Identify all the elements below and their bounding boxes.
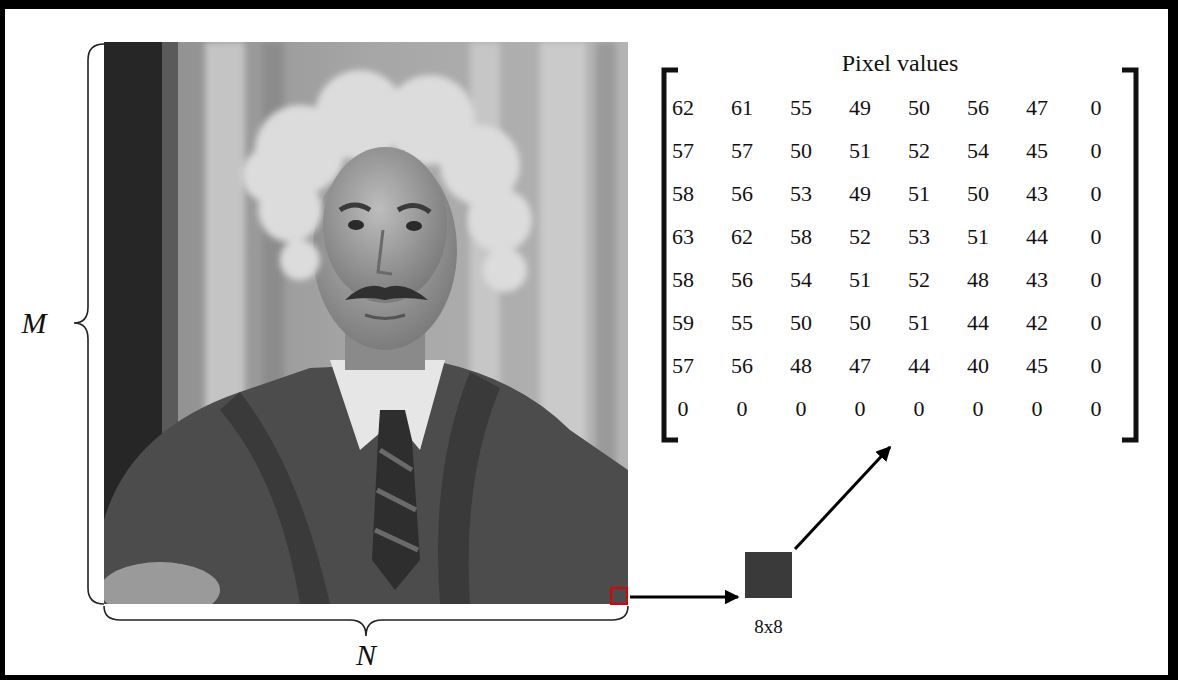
pixel-value: 47 <box>1011 95 1063 121</box>
pixel-value: 58 <box>657 267 709 293</box>
pixel-matrix: Pixel values 62 61 55 49 50 56 47 0 57 57 50 51 52 54 4… <box>655 40 1145 445</box>
pixel-value: 43 <box>1011 181 1063 207</box>
pixel-value: 50 <box>952 181 1004 207</box>
pixel-value: 56 <box>716 267 768 293</box>
pixel-value: 55 <box>775 95 827 121</box>
pixel-value: 51 <box>893 310 945 336</box>
pixel-block: 8x8 <box>745 552 792 598</box>
pixel-value: 0 <box>1070 310 1122 336</box>
pixel-value: 62 <box>716 224 768 250</box>
pixel-value: 62 <box>657 95 709 121</box>
pixel-value: 44 <box>1011 224 1063 250</box>
pixel-value: 51 <box>952 224 1004 250</box>
pixel-value: 44 <box>952 310 1004 336</box>
pixel-value: 53 <box>775 181 827 207</box>
pixel-value: 56 <box>716 181 768 207</box>
pixel-value: 56 <box>952 95 1004 121</box>
pixel-value: 44 <box>893 353 945 379</box>
block-size-label: 8x8 <box>754 616 783 638</box>
pixel-value: 50 <box>834 310 886 336</box>
pixel-value: 52 <box>893 138 945 164</box>
pixel-value: 0 <box>1070 224 1122 250</box>
pixel-value: 0 <box>893 396 945 422</box>
pixel-value: 0 <box>657 396 709 422</box>
pixel-value: 54 <box>775 267 827 293</box>
pixel-value: 51 <box>834 267 886 293</box>
pixel-value: 63 <box>657 224 709 250</box>
pixel-value: 0 <box>1070 353 1122 379</box>
pixel-value: 0 <box>775 396 827 422</box>
frame-right <box>1168 0 1178 680</box>
portrait-photo <box>104 42 628 604</box>
pixel-value: 50 <box>775 310 827 336</box>
pixel-value: 57 <box>657 138 709 164</box>
selection-square <box>611 588 627 604</box>
pixel-value: 56 <box>716 353 768 379</box>
matrix-heading: Pixel values <box>655 50 1145 77</box>
pixel-value: 0 <box>834 396 886 422</box>
pixel-value: 0 <box>1011 396 1063 422</box>
frame-top <box>0 0 1178 9</box>
pixel-value: 55 <box>716 310 768 336</box>
pixel-value: 0 <box>1070 138 1122 164</box>
pixel-value: 54 <box>952 138 1004 164</box>
pixel-value: 0 <box>952 396 1004 422</box>
pixel-value: 53 <box>893 224 945 250</box>
pixel-value: 50 <box>893 95 945 121</box>
pixel-value: 57 <box>657 353 709 379</box>
pixel-value: 49 <box>834 181 886 207</box>
pixel-value: 0 <box>1070 267 1122 293</box>
pixel-value: 45 <box>1011 353 1063 379</box>
matrix-bracket <box>1122 70 1136 440</box>
zoom-arrow <box>795 447 890 549</box>
pixel-value: 48 <box>952 267 1004 293</box>
pixel-value: 52 <box>893 267 945 293</box>
pixel-value: 48 <box>775 353 827 379</box>
pixel-value: 0 <box>1070 181 1122 207</box>
height-label: M <box>22 306 47 340</box>
pixel-value: 47 <box>834 353 886 379</box>
pixel-value: 61 <box>716 95 768 121</box>
pixel-value: 0 <box>1070 396 1122 422</box>
width-label: N <box>356 638 376 672</box>
pixel-value: 59 <box>657 310 709 336</box>
pixel-value: 52 <box>834 224 886 250</box>
pixel-value: 57 <box>716 138 768 164</box>
pixel-value: 58 <box>775 224 827 250</box>
pixel-value: 0 <box>716 396 768 422</box>
pixel-value: 43 <box>1011 267 1063 293</box>
matrix-bracket <box>664 70 678 440</box>
pixel-value: 50 <box>775 138 827 164</box>
pixel-value: 0 <box>1070 95 1122 121</box>
pixel-value: 42 <box>1011 310 1063 336</box>
zoom-arrow <box>630 596 738 599</box>
height-brace <box>74 44 104 604</box>
pixel-value: 51 <box>893 181 945 207</box>
pixel-value: 49 <box>834 95 886 121</box>
pixel-value: 40 <box>952 353 1004 379</box>
width-brace <box>104 606 628 636</box>
pixel-value: 58 <box>657 181 709 207</box>
pixel-value: 51 <box>834 138 886 164</box>
pixel-value: 45 <box>1011 138 1063 164</box>
